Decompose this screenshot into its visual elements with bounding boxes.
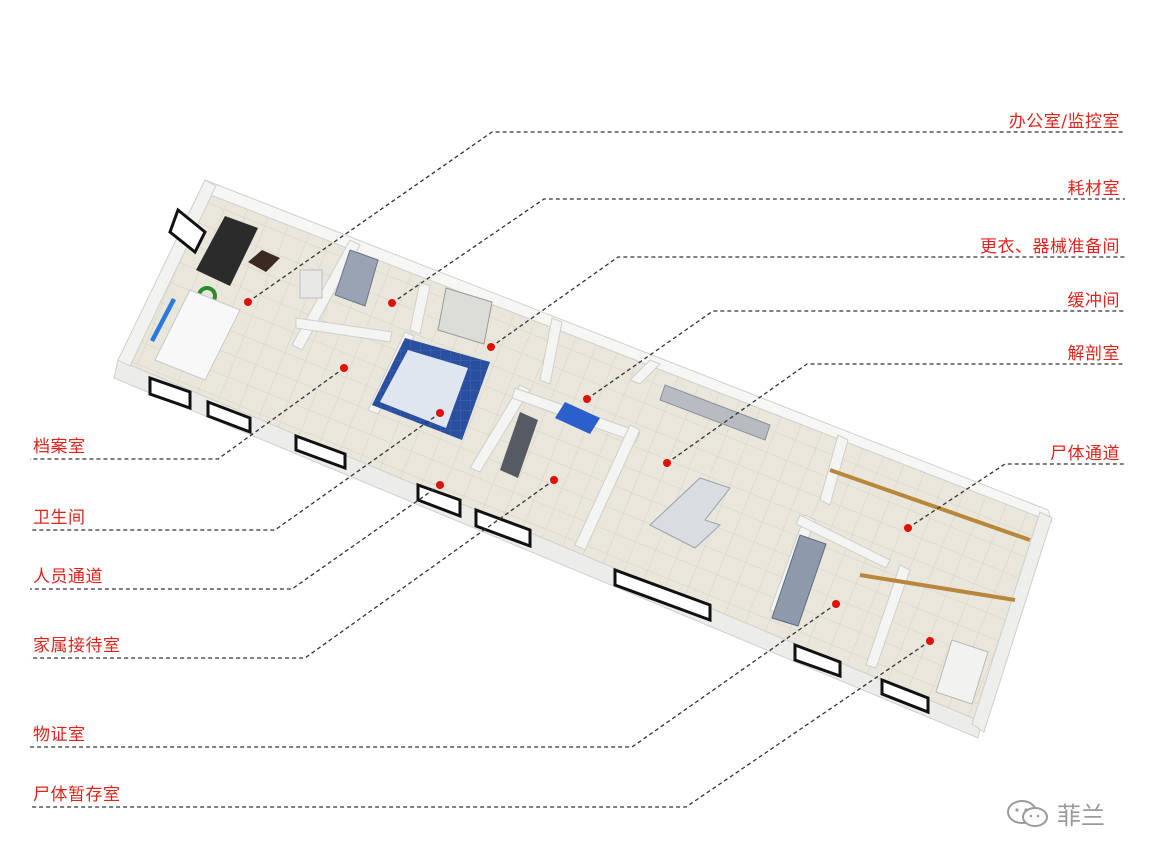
windows bbox=[148, 207, 930, 715]
label-family: 家属接待室 bbox=[33, 636, 121, 656]
leader-lines bbox=[30, 131, 1125, 808]
label-buffer: 缓冲间 bbox=[1067, 291, 1120, 311]
corpse-passage-rails bbox=[829, 468, 1031, 602]
room-markers bbox=[244, 298, 934, 645]
marker-changing bbox=[487, 343, 495, 351]
label-storage: 尸体暂存室 bbox=[33, 785, 121, 805]
autopsy-equipment bbox=[649, 384, 771, 549]
marker-storage bbox=[926, 637, 934, 645]
building-floor bbox=[122, 182, 1050, 730]
storage-units bbox=[771, 534, 989, 705]
label-corpse-passage: 尸体通道 bbox=[1050, 444, 1120, 464]
label-autopsy: 解剖室 bbox=[1067, 344, 1120, 364]
label-archive: 档案室 bbox=[33, 437, 86, 457]
wechat-icon bbox=[1007, 799, 1048, 827]
label-consumables: 耗材室 bbox=[1067, 179, 1120, 199]
family-room-furniture bbox=[500, 402, 600, 478]
marker-corpse-passage bbox=[904, 524, 912, 532]
consumables-cabinets bbox=[334, 249, 493, 345]
marker-staff-passage bbox=[436, 481, 444, 489]
office-furniture bbox=[150, 216, 323, 381]
label-office: 办公室/监控室 bbox=[1008, 112, 1120, 132]
marker-autopsy bbox=[663, 459, 671, 467]
marker-buffer bbox=[583, 395, 591, 403]
marker-family bbox=[550, 476, 558, 484]
marker-consumables bbox=[388, 299, 396, 307]
label-staff-passage: 人员通道 bbox=[33, 567, 103, 587]
toilet-floor bbox=[380, 350, 468, 428]
watermark-text: 菲兰 bbox=[1057, 802, 1105, 830]
marker-evidence bbox=[832, 600, 840, 608]
label-evidence: 物证室 bbox=[33, 725, 86, 745]
label-changing: 更衣、器械准备间 bbox=[980, 237, 1120, 257]
marker-toilet bbox=[436, 409, 444, 417]
watermark: 菲兰 bbox=[1005, 796, 1105, 831]
marker-office bbox=[244, 298, 252, 306]
label-toilet: 卫生间 bbox=[33, 508, 86, 528]
marker-archive bbox=[340, 364, 348, 372]
right-end-wall bbox=[971, 511, 1053, 733]
